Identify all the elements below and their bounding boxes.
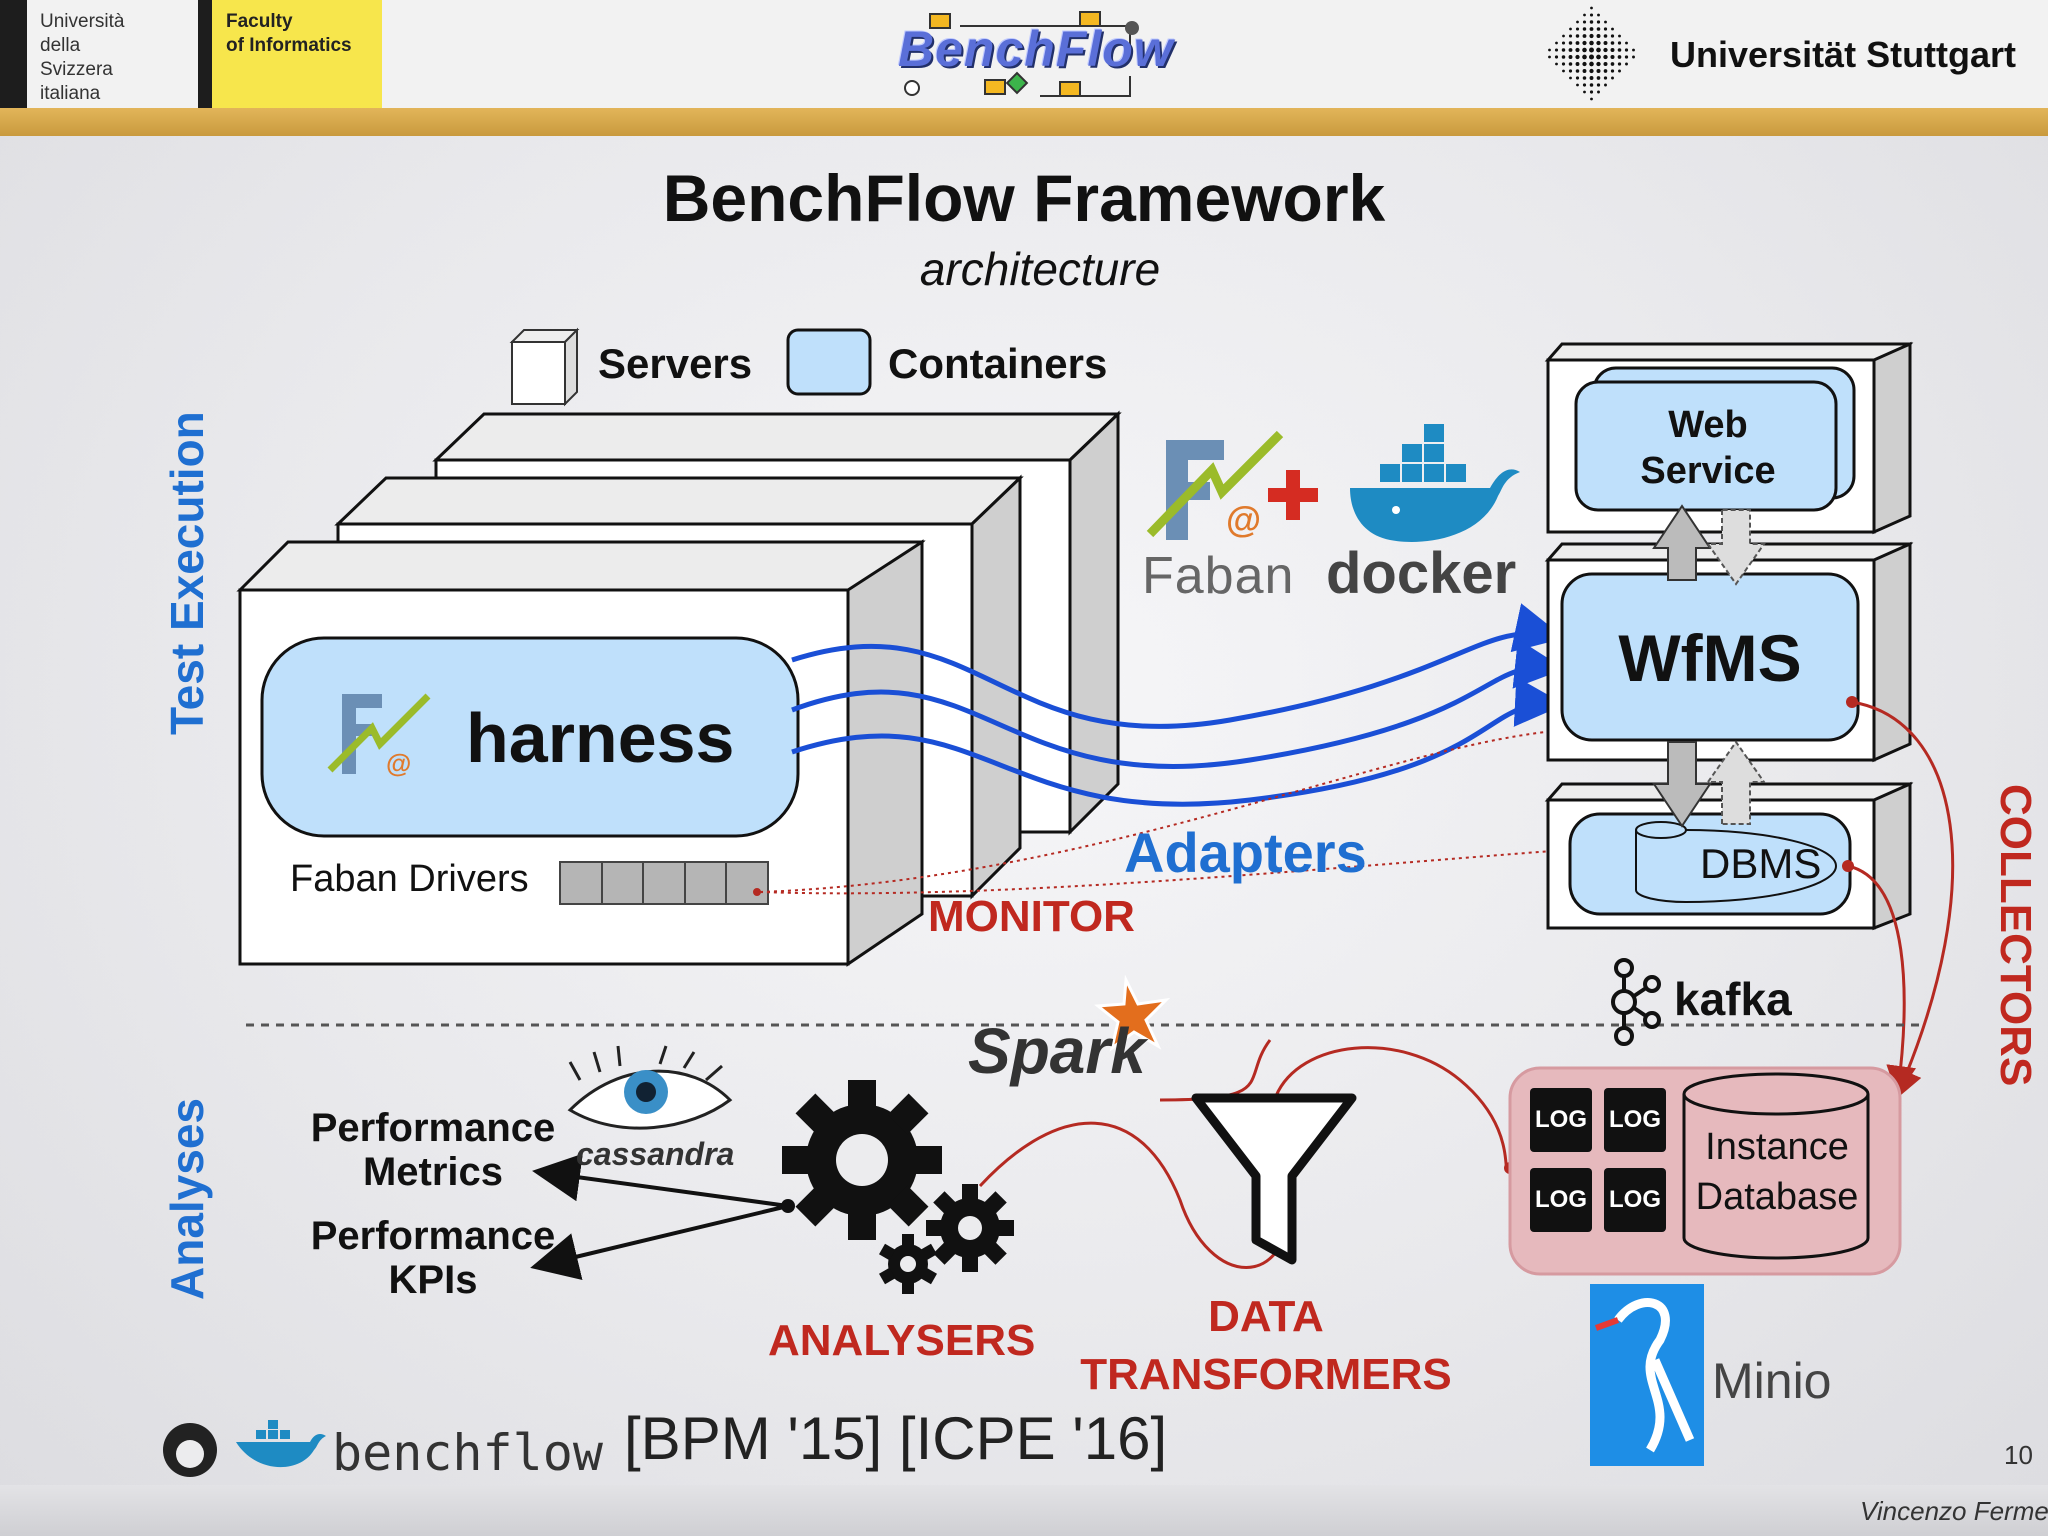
web-service-container xyxy=(1574,380,1838,512)
usi-name: Università della Svizzera italiana xyxy=(40,11,125,104)
faban-logo: @ xyxy=(1146,430,1318,540)
gears-icon xyxy=(782,1080,1014,1294)
docker-logo-text: docker xyxy=(1326,541,1517,606)
svg-text:@: @ xyxy=(386,748,411,778)
faculty-box xyxy=(212,0,382,108)
analysers-label: ANALYSERS xyxy=(768,1316,1036,1365)
performance-metrics-label: Performance Metrics xyxy=(310,1106,556,1194)
monitor-connections xyxy=(759,729,1569,895)
section-test-execution: Test Execution xyxy=(161,411,213,735)
log-file-icon: LOG xyxy=(1604,1088,1666,1152)
section-analyses: Analyses xyxy=(161,1097,213,1300)
cassandra-logo xyxy=(567,1045,733,1130)
performance-kpis-label: Performance KPIs xyxy=(310,1214,556,1302)
faculty-name: Faculty of Informatics xyxy=(226,11,352,56)
data-transformers-label: DATA TRANSFORMERS xyxy=(1080,1292,1452,1399)
monitor-label: MONITOR xyxy=(928,892,1135,941)
author-credit: Vincenzo Ferme xyxy=(1860,1496,2048,1526)
wfms-container xyxy=(1560,572,1860,742)
usi-stripe xyxy=(0,0,27,108)
db-cylinder-icon xyxy=(1635,821,1837,904)
analysis-output-arrows xyxy=(530,1153,789,1281)
log-file-icon: LOG xyxy=(1530,1088,1592,1152)
web-service-label: Web Service xyxy=(1640,404,1776,492)
log-file-icon: LOG xyxy=(1604,1168,1666,1232)
slide-subtitle: architecture xyxy=(919,243,1161,295)
svg-text:@: @ xyxy=(1226,499,1261,540)
faban-drivers-cells xyxy=(559,861,769,905)
stuttgart-logo xyxy=(1548,6,1635,101)
section-collectors: COLLECTORS xyxy=(1991,784,2040,1087)
log-files-group: LOG LOG LOG LOG xyxy=(1530,1086,1680,1256)
cassandra-label: cassandra xyxy=(576,1136,735,1172)
legend-servers-label: Servers xyxy=(598,340,753,387)
spark-label: Spark xyxy=(968,1015,1146,1087)
log-file-icon: LOG xyxy=(1530,1168,1592,1232)
adapters-label: Adapters xyxy=(1124,821,1367,884)
slide-title: BenchFlow Framework xyxy=(662,161,1386,235)
legend-containers-label: Containers xyxy=(888,340,1108,387)
faban-drivers-label: Faban Drivers xyxy=(290,858,529,900)
instance-db-cylinder xyxy=(1682,1072,1870,1260)
benchflow-logo: BenchFlow xyxy=(898,21,1174,77)
faban-logo-text: Faban xyxy=(1142,547,1295,605)
page-number: 10 xyxy=(2004,1440,2033,1470)
kafka-icon xyxy=(1611,958,1661,1046)
funnel-icon xyxy=(1191,1093,1357,1265)
instance-database-label: Instance Database xyxy=(1695,1126,1859,1218)
data-flow-connections xyxy=(978,1046,1512,1269)
footer-bar xyxy=(0,1485,2048,1536)
adapter-connections xyxy=(791,603,1565,807)
docker-logo xyxy=(1350,424,1520,542)
legend-container-icon xyxy=(786,328,872,396)
spark-star-icon xyxy=(1094,974,1171,1052)
minio-label: Minio xyxy=(1712,1353,1832,1409)
docker-small-icon xyxy=(236,1420,326,1468)
gold-divider xyxy=(0,108,2048,136)
legend-server-icon xyxy=(509,327,580,407)
harness-container xyxy=(260,636,800,838)
faculty-stripe xyxy=(198,0,212,108)
stack-arrows xyxy=(1652,504,1766,828)
kafka-label: kafka xyxy=(1674,973,1792,1025)
harness-label: harness xyxy=(466,699,735,777)
minio-logo xyxy=(1590,1284,1704,1466)
github-repo-link[interactable]: benchflow xyxy=(332,1424,603,1482)
faban-icon-small: @ xyxy=(327,693,431,778)
wfms-label: WfMS xyxy=(1618,621,1802,695)
benchflow-logo-graphic xyxy=(904,11,1139,97)
dbms-label: DBMS xyxy=(1700,840,1822,887)
university-name: Universität Stuttgart xyxy=(1670,34,2017,75)
references: [BPM '15] [ICPE '16] xyxy=(624,1405,1168,1472)
